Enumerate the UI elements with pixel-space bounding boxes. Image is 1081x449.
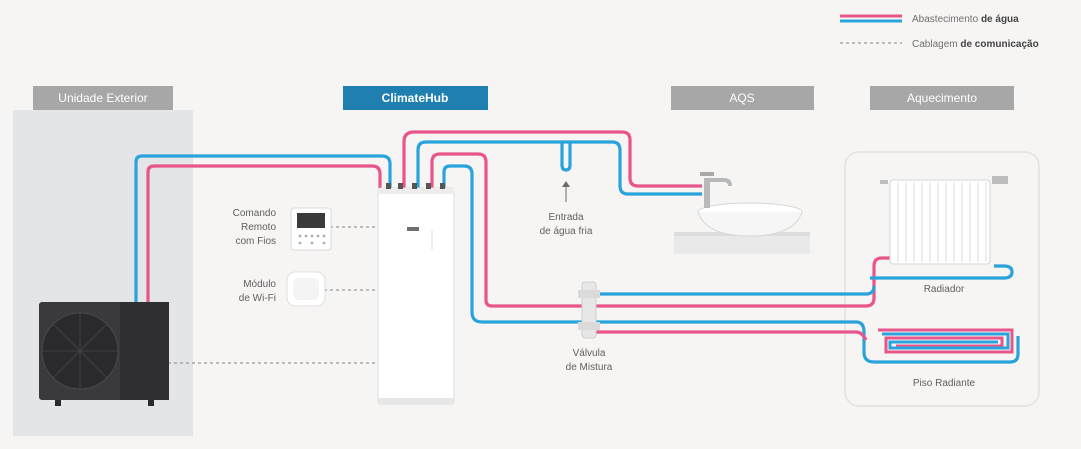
legend: Abastecimento de água Cablagem de comuni… [840, 14, 1039, 50]
label-floor-heating: Piso Radiante [913, 378, 976, 389]
radiator-valve-icon [880, 176, 1008, 184]
mixing-valve [578, 281, 600, 339]
header-climatehub: ClimateHub [343, 86, 488, 110]
floor-heating-coil [878, 328, 1014, 354]
pipes-outdoor [134, 154, 392, 303]
pipes-dhw [402, 130, 702, 196]
label-valve-1: Válvula [573, 348, 606, 359]
comm-cables [168, 226, 378, 364]
label-wifi-2: de Wi-Fi [239, 293, 276, 304]
label-cold-water-1: Entrada [548, 212, 583, 223]
label-valve-2: de Mistura [566, 362, 613, 373]
header-outdoor: Unidade Exterior [33, 86, 173, 110]
svg-text:AQS: AQS [729, 91, 754, 105]
remote-screen-icon [297, 213, 325, 228]
label-remote-1: Comando [233, 208, 277, 219]
header-heating: Aquecimento [870, 86, 1014, 110]
label-remote-3: com Fios [235, 236, 276, 247]
labels: Comando Remoto com Fios Módulo de Wi-Fi … [233, 208, 976, 389]
heating-panel [844, 151, 1040, 407]
svg-text:ClimateHub: ClimateHub [382, 91, 449, 105]
outdoor-unit [39, 302, 169, 406]
wifi-module [286, 271, 326, 307]
pipes-heating [430, 152, 1020, 364]
cold-water-arrow [562, 181, 570, 202]
label-wifi-1: Módulo [243, 279, 276, 290]
label-cold-water-2: de água fria [540, 226, 593, 237]
header-dhw: AQS [671, 86, 814, 110]
sink [674, 172, 810, 254]
legend-comm-cabling: Cablagem de comunicação [912, 39, 1039, 50]
remote-controller [290, 207, 332, 251]
label-radiator: Radiador [924, 284, 965, 295]
legend-water-supply: Abastecimento de água [912, 14, 1019, 25]
svg-text:Aquecimento: Aquecimento [907, 91, 977, 105]
svg-text:Unidade Exterior: Unidade Exterior [58, 91, 147, 105]
label-remote-2: Remoto [241, 222, 276, 233]
radiator [880, 176, 1008, 265]
display-icon [407, 227, 419, 231]
faucet-icon [700, 172, 732, 208]
climatehub-unit [377, 183, 455, 405]
